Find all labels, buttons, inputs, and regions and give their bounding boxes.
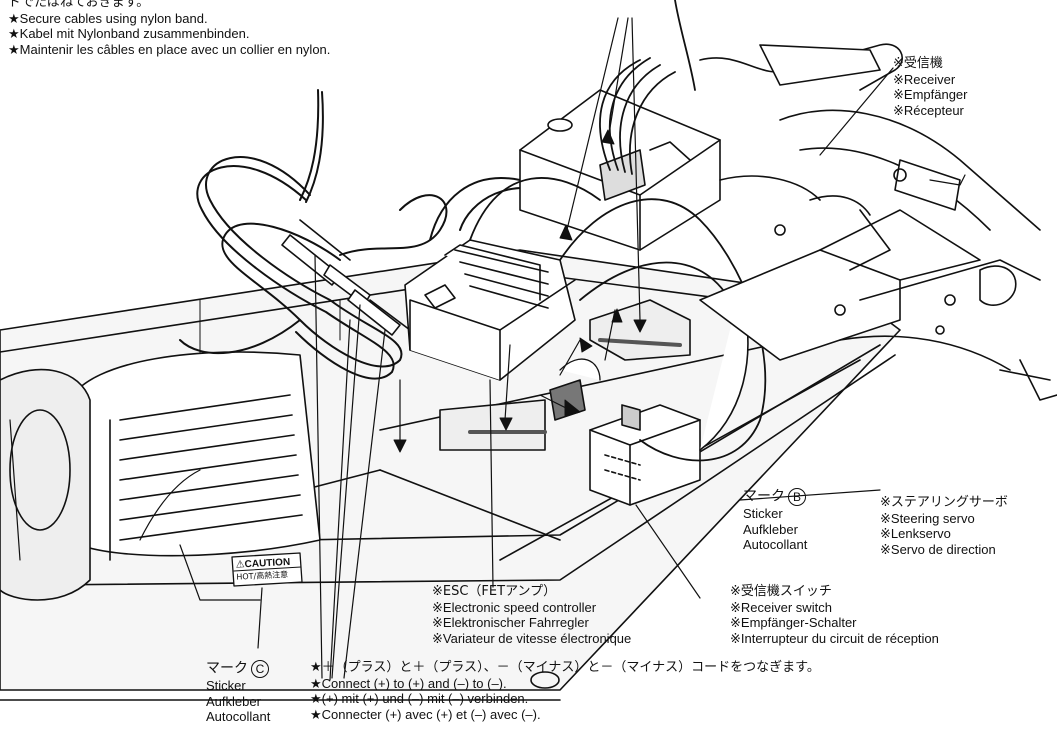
connect-note-de: ★(+) mit (+) und (–) mit (–) verbinden. <box>310 691 529 706</box>
receiver-switch-unit <box>549 289 749 506</box>
cable-secure-note-de: ★Kabel mit Nylonband zusammenbinden. <box>8 26 250 41</box>
receiver-switch-label-en: ※Receiver switch <box>730 599 832 615</box>
connect-note-en: ★Connect (+) to (+) and (–) to (–). <box>310 675 507 691</box>
sticker-c-letter: C <box>251 660 269 678</box>
cable-secure-note-en: ★Secure cables using nylon band. <box>8 10 208 26</box>
motor-cables <box>179 89 561 380</box>
sticker-b-fr: Autocollant <box>743 537 808 552</box>
receiver-label-fr: ※Récepteur <box>893 102 964 118</box>
esc-label: ※ESC（FETアンプ） ※Electronic speed controlle… <box>432 584 631 646</box>
sticker-b-en: Sticker <box>743 506 783 521</box>
receiver-label-en: ※Receiver <box>893 71 956 87</box>
sticker-b-mark: マーク <box>743 488 785 505</box>
steering-servo-label: ※ステアリングサーボ ※Steering servo ※Lenkservo ※S… <box>880 495 1008 557</box>
sticker-c-mark: マーク <box>206 660 248 677</box>
connect-note-fr: ★Connecter (+) avec (+) et (–) avec (–). <box>310 706 541 722</box>
connect-note: ★＋（プラス）と＋（プラス）、－（マイナス）と－（マイナス）コードをつなぎます。… <box>310 660 820 722</box>
sticker-b-de: Aufkleber <box>743 521 798 537</box>
receiver-unit <box>519 89 721 361</box>
caution-sticker-shape <box>231 552 303 587</box>
bullet-connectors <box>281 219 411 336</box>
esc-label-fr: ※Variateur de vitesse électronique <box>432 630 632 646</box>
connect-note-jp: ★＋（プラス）と＋（プラス）、－（マイナス）と－（マイナス）コードをつなぎます。 <box>310 660 820 675</box>
receiver-switch-label: ※受信機スイッチ ※Receiver switch ※Empfänger-Sch… <box>730 584 939 646</box>
receiver-label-de: ※Empfänger <box>893 87 968 102</box>
receiver-wires <box>599 0 696 175</box>
cable-secure-note-jp: ドでたばねておきます。 <box>8 0 150 10</box>
caution-sticker: ⚠CAUTION HOT/高熱注意 <box>235 556 300 583</box>
steering-servo-label-jp: ※ステアリングサーボ <box>880 495 1008 510</box>
esc-label-de: ※Elektronischer Fahrregler <box>432 615 589 630</box>
receiver-label: ※受信機 ※Receiver ※Empfänger ※Récepteur <box>893 56 967 118</box>
receiver-switch-label-fr: ※Interrupteur du circuit de réception <box>730 630 939 646</box>
receiver-switch-label-jp: ※受信機スイッチ <box>730 584 832 599</box>
esc-label-en: ※Electronic speed controller <box>432 599 597 615</box>
steering-servo-label-fr: ※Servo de direction <box>880 541 996 557</box>
sticker-c-en: Sticker <box>206 678 246 693</box>
esc-unit <box>404 239 576 451</box>
receiver-label-jp: ※受信機 <box>893 56 943 71</box>
sticker-c-fr: Autocollant <box>206 709 271 724</box>
steering-servo-label-de: ※Lenkservo <box>880 526 951 541</box>
esc-label-jp: ※ESC（FETアンプ） <box>432 584 557 599</box>
cable-secure-note-fr: ★Maintenir les câbles en place avec un c… <box>8 41 331 57</box>
sticker-c-de: Aufkleber <box>206 693 261 709</box>
steering-servo-label-en: ※Steering servo <box>880 510 975 526</box>
motor <box>0 351 321 601</box>
arrows <box>393 129 647 453</box>
cable-secure-note: ドでたばねておきます。 ★Secure cables using nylon b… <box>8 0 330 57</box>
front-suspension <box>699 43 1057 401</box>
receiver-switch-label-de: ※Empfänger-Schalter <box>730 615 857 630</box>
sticker-b-letter: B <box>788 488 806 506</box>
leader-lines <box>257 17 894 681</box>
